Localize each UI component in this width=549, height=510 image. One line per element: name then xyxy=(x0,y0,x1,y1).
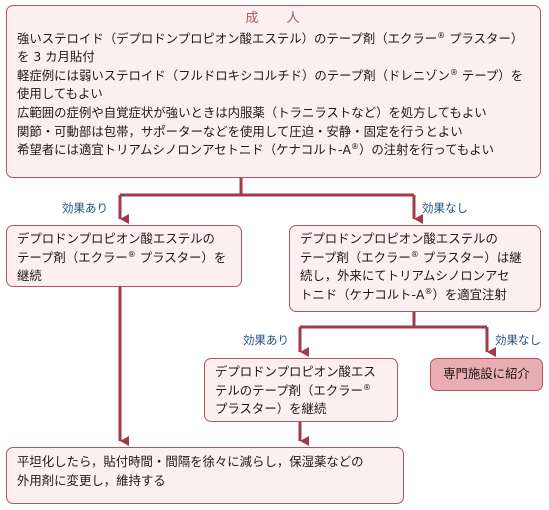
maintenance-box: 平坦化したら，貼付時間・間隔を徐々に減らし，保湿薬などの 外用剤に変更し，維持す… xyxy=(6,447,404,504)
injection-box: デプロドンプロピオン酸エステルの テープ剤（エクラー® プラスター）は継 続し，… xyxy=(289,225,541,312)
label-not-effective-lower: 効果なし xyxy=(495,333,541,347)
continue-tape-box-2: デプロドンプロピオン酸エス テルのテープ剤（エクラー® プラスター）を継続 xyxy=(204,358,398,422)
continue2-line-2: テルのテープ剤（エクラー® xyxy=(215,382,371,398)
injection-line-4: トニド（ケナコルト-A®）を適宜注射 xyxy=(300,286,507,302)
label-effective-lower: 効果あり xyxy=(243,333,289,347)
continue-tape-box: デプロドンプロピオン酸エステルの テープ剤（エクラー® プラスター）を 継続 xyxy=(6,225,242,287)
continue-line-1: デプロドンプロピオン酸エステルの xyxy=(17,231,215,246)
adult-line-4: 使用してもよい xyxy=(17,86,103,102)
injection-line-3: 続し，外来にてトリアムシノロンアセ xyxy=(300,268,510,284)
label-effective-left: 効果あり xyxy=(62,201,108,215)
label-not-effective-right: 効果なし xyxy=(422,201,468,215)
injection-line-2: テープ剤（エクラー® プラスター）は継 xyxy=(300,249,522,265)
referral-box: 専門施設に紹介 xyxy=(430,358,543,391)
continue2-line-1: デプロドンプロピオン酸エス xyxy=(215,364,376,379)
maintenance-line-2: 外用剤に変更し，維持する xyxy=(17,472,166,488)
maintenance-line-1: 平坦化したら，貼付時間・間隔を徐々に減らし，保湿薬などの xyxy=(17,454,364,469)
adult-line-3: 軽症例には弱いステロイド（フルドロキシコルチド）のテープ剤（ドレニゾン® テープ… xyxy=(17,67,524,83)
adult-line-7: 希望者には適宜トリアムシノロンアセトニド（ケナコルト-A®）の注射を行ってもよい xyxy=(17,142,495,158)
continue-line-2: テープ剤（エクラー® プラスター）を xyxy=(17,249,227,265)
adult-line-1: 強いステロイド（デプロドンプロピオン酸エステル）のテープ剤（エクラー® プラスタ… xyxy=(17,30,524,46)
injection-line-1: デプロドンプロピオン酸エステルの xyxy=(300,231,498,246)
adult-treatment-box: 成 人 強いステロイド（デプロドンプロピオン酸エステル）のテープ剤（エクラー® … xyxy=(6,5,541,178)
continue2-line-3: プラスター）を継続 xyxy=(215,401,327,417)
adult-line-6: 関節・可動部は包帯，サポーターなどを使用して圧迫・安静・固定を行うとよい xyxy=(17,123,463,139)
adult-line-2: を 3 カ月貼付 xyxy=(17,49,95,65)
adult-title: 成 人 xyxy=(245,11,312,26)
adult-line-5: 広範囲の症例や自覚症状が強いときは内服薬（トラニラストなど）を処方してもよい xyxy=(17,104,487,120)
continue-line-3: 継続 xyxy=(17,268,42,284)
referral-label: 専門施設に紹介 xyxy=(443,366,530,382)
